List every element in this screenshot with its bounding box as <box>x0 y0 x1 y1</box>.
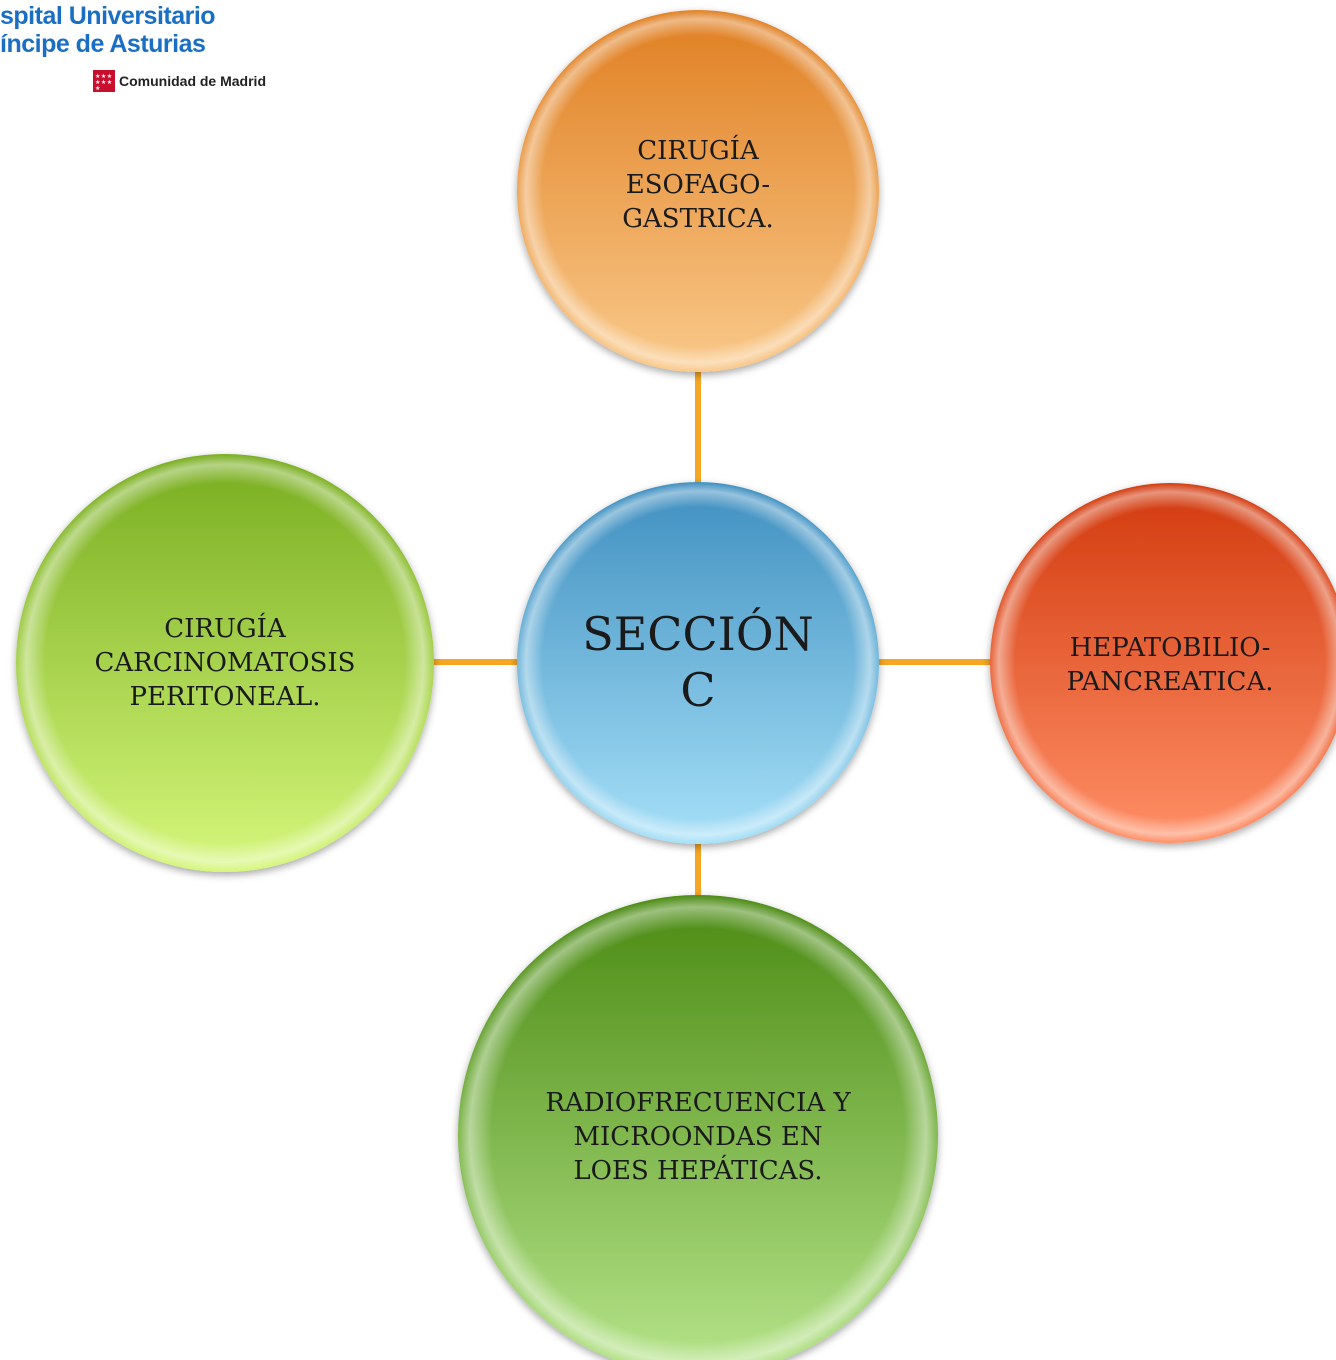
node-bottom-line: MICROONDAS EN <box>573 1122 823 1152</box>
center-line: SECCIÓN <box>582 607 814 661</box>
node-top-line: CIRUGÍA <box>637 136 759 166</box>
center-label: SECCIÓN C <box>548 600 848 724</box>
hospital-logo: spital Universitario íncipe de Asturias … <box>0 0 300 100</box>
node-top-label: CIRUGÍA ESOFAGO- GASTRICA. <box>538 130 858 240</box>
node-right-circle <box>990 483 1336 843</box>
node-left-line: CARCINOMATOSIS <box>94 648 356 678</box>
center-circle <box>517 482 879 844</box>
node-top-line: ESOFAGO- <box>625 170 771 200</box>
node-left-line: PERITONEAL. <box>129 682 321 712</box>
node-left-line: CIRUGÍA <box>164 614 286 644</box>
madrid-flag-icon: ★★★★★★★ <box>93 70 115 92</box>
node-bottom-label: RADIOFRECUENCIA Y MICROONDAS EN LOES HEP… <box>508 1082 888 1192</box>
node-bottom-circle <box>458 895 938 1360</box>
node-left-circle <box>16 454 434 872</box>
hospital-name-line-1: spital Universitario <box>0 2 216 30</box>
node-right-line: HEPATOBILIO- <box>1069 633 1271 663</box>
node-bottom-line: RADIOFRECUENCIA Y <box>545 1088 851 1118</box>
node-right-label: HEPATOBILIO- PANCREATICA. <box>1010 625 1330 705</box>
center-line: C <box>680 663 716 717</box>
region-name: Comunidad de Madrid <box>119 73 266 89</box>
node-top-circle <box>517 10 879 372</box>
node-top-line: GASTRICA. <box>622 204 774 234</box>
hospital-name-line-2: íncipe de Asturias <box>0 30 206 58</box>
node-bottom-line: LOES HEPÁTICAS. <box>573 1156 823 1186</box>
node-left-label: CIRUGÍA CARCINOMATOSIS PERITONEAL. <box>50 608 400 718</box>
comunidad-madrid-logo: ★★★★★★★ Comunidad de Madrid <box>93 69 266 93</box>
node-right-line: PANCREATICA. <box>1066 667 1274 697</box>
